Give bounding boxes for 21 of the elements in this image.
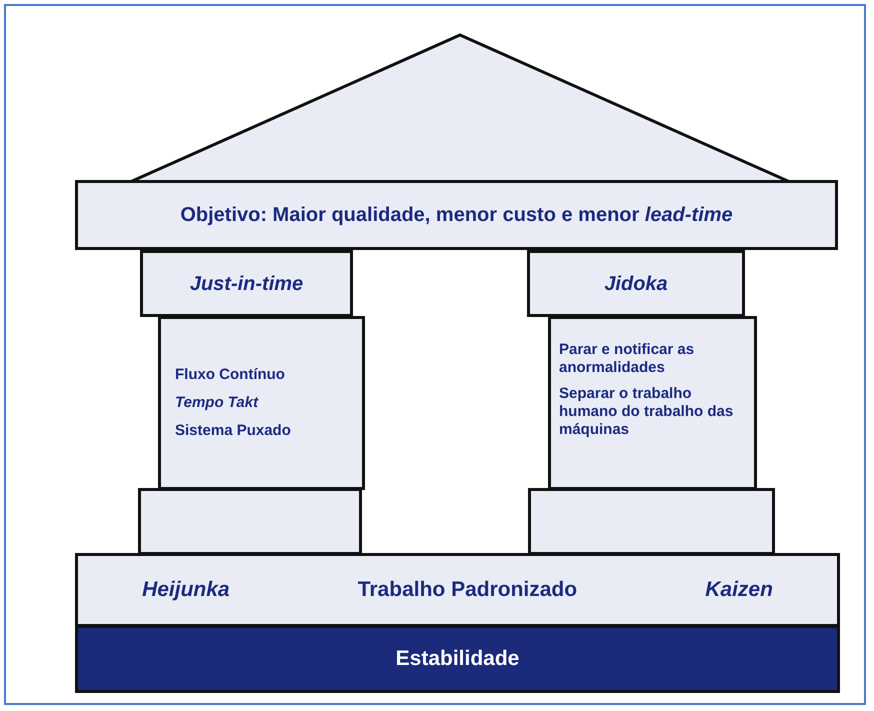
stability-band xyxy=(75,625,840,693)
pillar-capital xyxy=(527,250,745,317)
pillar-item: Tempo Takt xyxy=(175,394,258,412)
pillar-item: Fluxo Contínuo xyxy=(175,366,285,384)
pillar-title: Just-in-time xyxy=(190,272,304,296)
foundation-title: Estabilidade xyxy=(396,646,520,672)
pillar-base xyxy=(138,488,362,555)
pillar-shaft xyxy=(548,316,757,490)
pillar-title: Jidoka xyxy=(604,272,668,296)
goal-text: Objetivo: Maior qualidade, menor custo e menor lead-time xyxy=(180,203,733,227)
pillar-item: Parar e notificar as anormalidades xyxy=(559,341,696,377)
foundation-item: Trabalho Padronizado xyxy=(358,577,578,603)
pillar-capital xyxy=(140,250,353,317)
foundation-item: Kaizen xyxy=(705,577,773,603)
pillar-base xyxy=(528,488,775,555)
foundation-item: Heijunka xyxy=(142,577,230,603)
pillar-item: Separar o trabalho humano do trabalho das máquinas xyxy=(559,385,734,439)
foundation-band xyxy=(75,553,840,627)
pillar-item: Sistema Puxado xyxy=(175,422,291,440)
goal-beam xyxy=(75,180,838,250)
pillar-shaft xyxy=(158,316,365,490)
